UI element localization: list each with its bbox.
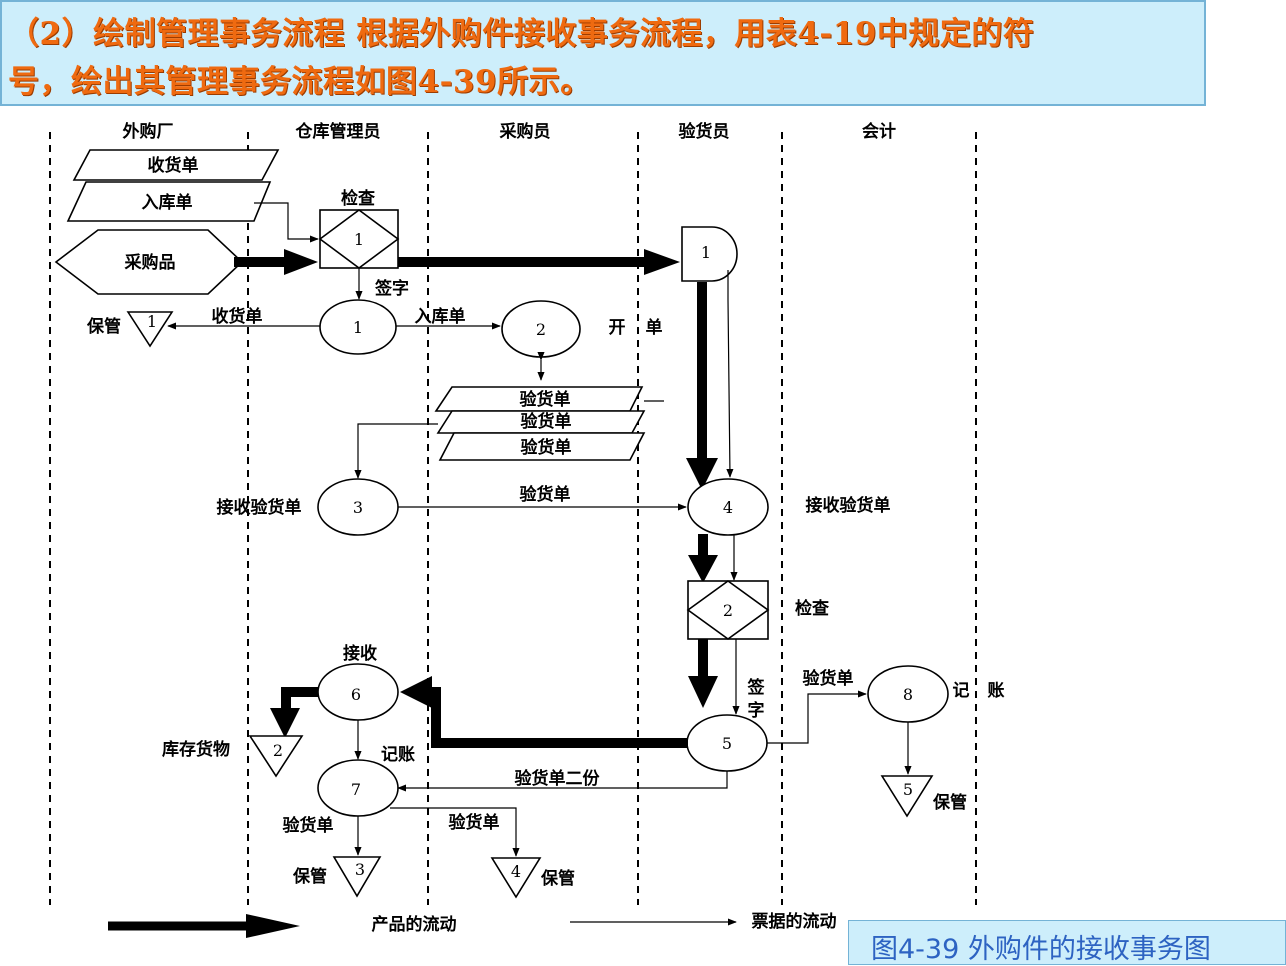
flow-diagram: 外购厂 仓库管理员 采购员 验货员 会计 收货单 入库单 采购品 检查 1 1 … [49, 121, 1005, 938]
document-flow-arrow [726, 270, 734, 478]
storage-4-label: 保管 [540, 868, 575, 889]
header-line-2: 号，绘出其管理事务流程如图4-39所示。 [8, 64, 592, 100]
storage-4-number: 4 [511, 862, 521, 881]
header-box: （2）绘制管理事务流程 根据外购件接收事务流程，用表4-19中规定的符 号，绘出… [0, 0, 1206, 106]
document-flow-arrow [254, 202, 319, 243]
inspection-to-st3-label: 验货单 [283, 815, 334, 836]
product-flow-arrowhead [686, 458, 718, 490]
storage-2-number: 2 [273, 741, 283, 760]
document-flow-arrow [767, 690, 867, 744]
process-1-number: 1 [353, 318, 363, 337]
storage-5-number: 5 [903, 780, 913, 799]
purchase-goods-label: 采购品 [124, 252, 176, 273]
receipt-document-label: 收货单 [148, 155, 199, 176]
product-flow-arrowhead [688, 555, 718, 583]
post-label-a: 记 [953, 681, 970, 701]
inspection-diamond-2 [686, 580, 770, 640]
storage-triangle-4 [490, 857, 542, 899]
product-flow-arrowhead [688, 676, 718, 708]
process-8-number: 8 [903, 685, 913, 704]
legend-document-flow-label: 票据的流动 [752, 911, 837, 932]
product-flow-arrow [281, 687, 318, 712]
lane-header-inspector: 验货员 [679, 121, 730, 142]
legend-product-flow-label: 产品的流动 [372, 914, 457, 935]
two-copies-label: 验货单二份 [515, 768, 601, 789]
storage-triangle-2 [248, 735, 304, 778]
storage-document-label: 入库单 [142, 192, 193, 213]
storage-1-number: 1 [147, 312, 157, 331]
lane-header-warehouse: 仓库管理员 [295, 121, 381, 142]
sign-label-2a: 签 [747, 677, 766, 698]
inspection-document-1-label: 验货单 [520, 389, 571, 410]
storage-triangle-5 [880, 775, 934, 818]
inspection-flow-label-3-4: 验货单 [520, 484, 571, 505]
storage-3-number: 3 [355, 860, 365, 879]
storage-document [66, 181, 272, 222]
storage-3-label: 保管 [292, 866, 327, 887]
inspection-document-3 [438, 432, 646, 461]
lane-header-purchaser: 采购员 [499, 121, 551, 142]
sign-label-2b: 字 [748, 700, 765, 721]
storage-2-label: 库存货物 [162, 739, 230, 760]
inspection-2-number: 2 [723, 601, 733, 620]
process-circle-4 [687, 478, 769, 536]
open-doc-label: 开 [609, 318, 626, 338]
document-flow-arrow [390, 807, 520, 857]
product-flow-arrow [428, 687, 688, 748]
inspection-1-number: 1 [354, 230, 364, 249]
storage-flow-label: 入库单 [415, 306, 466, 327]
process-circle-1 [319, 299, 397, 355]
receipt-document [72, 149, 280, 181]
figure-caption-box: 图4-39 外购件的接收事务图 [848, 920, 1286, 965]
inspection-to-st4-label: 验货单 [449, 812, 500, 833]
process-4-number: 4 [723, 498, 733, 517]
product-flow-arrowhead [644, 249, 680, 275]
post-label-b: 账 [988, 681, 1005, 701]
legend-product-flow-arrowhead [246, 914, 300, 938]
receive-6-label: 接收 [343, 643, 377, 664]
process-7-number: 7 [351, 780, 361, 799]
storage-1-label: 保管 [86, 316, 121, 337]
open-doc-label-2: 单 [646, 317, 663, 338]
inspection-2-label: 检查 [795, 598, 830, 619]
figure-caption: 图4-39 外购件的接收事务图 [871, 934, 1211, 965]
process-3-number: 3 [353, 498, 363, 517]
inspection-1-label: 检查 [341, 188, 376, 209]
inspection-document-3-label: 验货单 [521, 437, 572, 458]
post-7-label: 记账 [381, 745, 415, 765]
product-flow-arrowhead [270, 708, 300, 738]
receipt-flow-label: 收货单 [212, 306, 263, 327]
receive-inspection-label-4: 接收验货单 [806, 495, 891, 516]
header-line-1: （2）绘制管理事务流程 根据外购件接收事务流程，用表4-19中规定的符 [8, 16, 1035, 52]
document-flow-arrow [354, 423, 438, 479]
inspection-document-2-label: 验货单 [521, 411, 572, 432]
process-6-number: 6 [351, 685, 361, 704]
lane-header-supplier: 外购厂 [123, 121, 174, 142]
document-flow-arrow [397, 771, 728, 792]
process-2-number: 2 [536, 320, 546, 339]
storage-triangle-3 [332, 856, 382, 898]
product-flow-arrowhead [284, 249, 318, 275]
delay-shape-1 [681, 226, 738, 282]
sign-label-1: 签字 [374, 278, 409, 299]
storage-triangle-1 [126, 311, 174, 348]
delay-1-number: 1 [701, 243, 711, 262]
storage-5-label: 保管 [932, 792, 967, 813]
lane-header-accountant: 会计 [862, 121, 896, 142]
process-5-number: 5 [722, 734, 732, 753]
product-flow-arrowhead [400, 676, 432, 708]
inspection-to-8-label: 验货单 [803, 668, 854, 689]
receive-inspection-label-3: 接收验货单 [217, 497, 302, 518]
